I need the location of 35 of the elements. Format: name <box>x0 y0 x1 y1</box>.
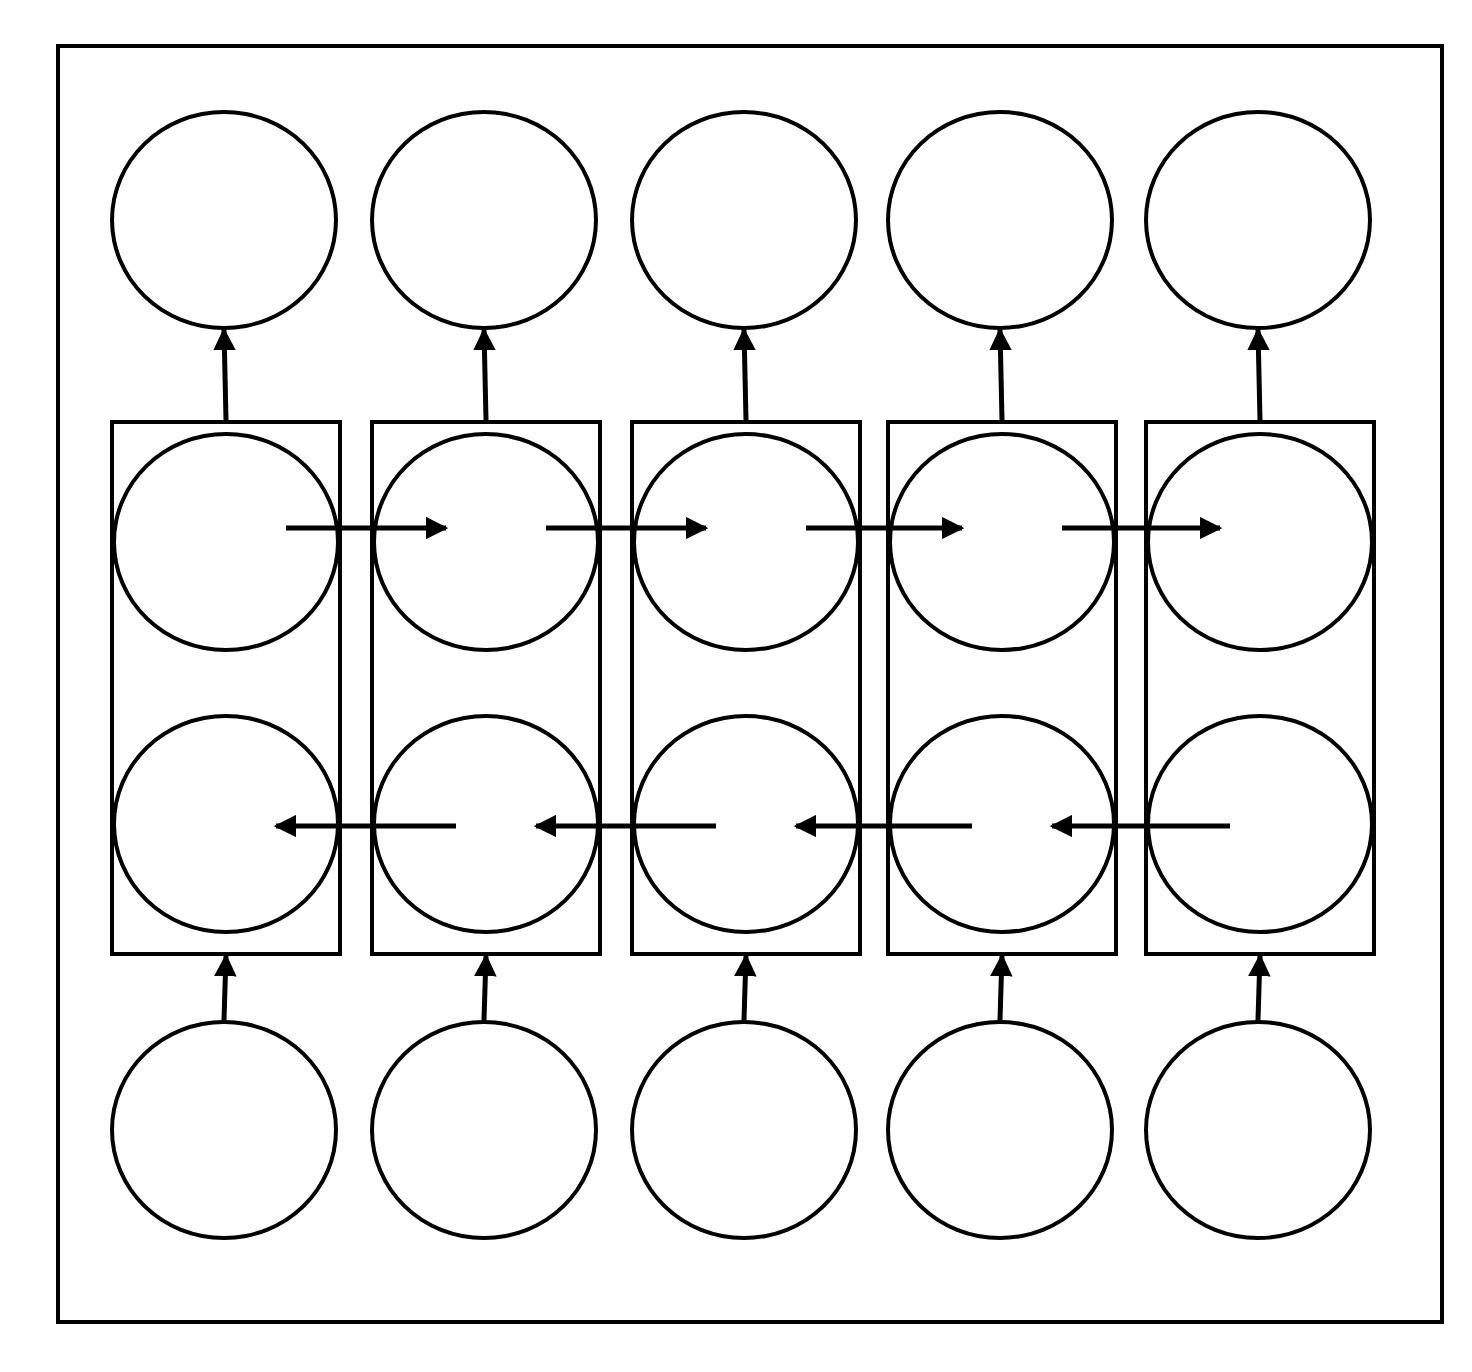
circle-node <box>1144 1020 1372 1240</box>
arrow <box>474 953 497 1021</box>
box-node <box>370 420 602 956</box>
circle-node <box>370 110 598 330</box>
circle-node <box>886 110 1114 330</box>
circle-node <box>630 110 858 330</box>
box-node <box>1144 420 1376 956</box>
circle-node <box>371 431 599 651</box>
arrow <box>734 953 757 1021</box>
circle-node <box>111 431 339 651</box>
circle-node <box>110 110 338 330</box>
circle-node <box>630 1020 858 1240</box>
arrow <box>473 327 496 421</box>
circle-node <box>370 1020 598 1240</box>
circle-node <box>371 713 599 933</box>
circle-node <box>110 1020 338 1240</box>
box-node <box>630 420 862 956</box>
circle-node <box>1145 431 1373 651</box>
arrow <box>733 327 756 421</box>
arrow <box>990 953 1013 1021</box>
circle-node <box>886 1020 1114 1240</box>
circle-node <box>631 431 859 651</box>
circle-node <box>887 713 1115 933</box>
arrow <box>214 953 237 1021</box>
circle-node <box>1145 713 1373 933</box>
circle-node <box>1144 110 1372 330</box>
box-node <box>886 420 1118 956</box>
circle-node <box>111 713 339 933</box>
arrow <box>213 327 236 421</box>
box-node <box>110 420 342 956</box>
arrow <box>1248 953 1271 1021</box>
circle-node <box>631 713 859 933</box>
arrow <box>1247 327 1270 421</box>
circle-node <box>887 431 1115 651</box>
arrow <box>989 327 1012 421</box>
